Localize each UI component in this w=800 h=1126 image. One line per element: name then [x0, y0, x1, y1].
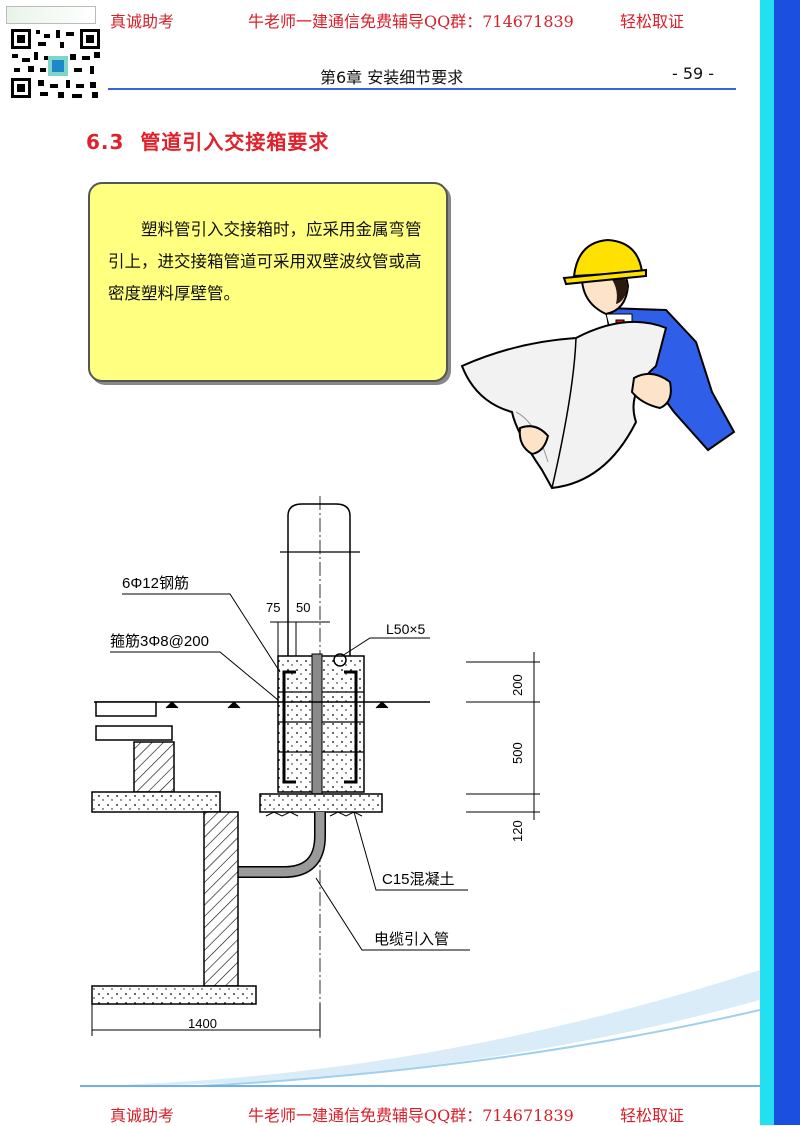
label-cable-pipe: 电缆引入管: [374, 931, 449, 948]
section-heading: 6.3 管道引入交接箱要求: [86, 126, 329, 155]
banner-left: 真诚助考: [110, 12, 175, 31]
qr-code-icon: [10, 28, 102, 100]
label-stirrup: 箍筋3Φ8@200: [110, 633, 209, 650]
bottom-banner-center: 牛老师一建通信免费辅导QQ群：714671839: [248, 1106, 574, 1125]
section-title: 管道引入交接箱要求: [140, 130, 330, 154]
logo: [6, 6, 96, 24]
note-box: 塑料管引入交接箱时，应采用金属弯管引上，进交接箱管道可采用双壁波纹管或高密度塑料…: [88, 182, 448, 382]
worker-illustration: [460, 238, 736, 490]
dim-200: 200: [510, 674, 525, 696]
label-angle: L50×5: [386, 621, 426, 637]
top-banner: 真诚助考 牛老师一建通信免费辅导QQ群：714671839 轻松取证: [0, 2, 760, 32]
dim-120: 120: [510, 820, 525, 842]
dim-50: 50: [296, 600, 310, 615]
side-bar-cyan: [760, 0, 774, 1125]
dim-500: 500: [510, 742, 525, 764]
chapter-title: 第6章 安装细节要求: [320, 68, 464, 87]
dim-75: 75: [266, 600, 280, 615]
dim-1400: 1400: [188, 1016, 217, 1031]
bottom-banner-right: 轻松取证: [620, 1106, 685, 1125]
header-rule: [108, 88, 736, 90]
side-bar-blue: [774, 0, 800, 1125]
bottom-banner-left: 真诚助考: [110, 1106, 175, 1125]
banner-center: 牛老师一建通信免费辅导QQ群：714671839: [248, 12, 574, 31]
pipe-entry-drawing: 1400 75 50 200 500 120 6Φ12钢筋 箍筋3Φ8@200 …: [91, 496, 540, 1040]
banner-right: 轻松取证: [620, 12, 685, 31]
section-number: 6.3: [86, 130, 125, 154]
page-number: - 59 -: [672, 64, 715, 83]
bottom-swoosh: [80, 970, 760, 1087]
label-concrete: C15混凝土: [382, 871, 455, 888]
note-text: 塑料管引入交接箱时，应采用金属弯管引上，进交接箱管道可采用双壁波纹管或高密度塑料…: [108, 220, 422, 303]
label-rebar: 6Φ12钢筋: [122, 575, 189, 592]
bottom-banner: 真诚助考 牛老师一建通信免费辅导QQ群：714671839 轻松取证: [0, 1096, 760, 1126]
